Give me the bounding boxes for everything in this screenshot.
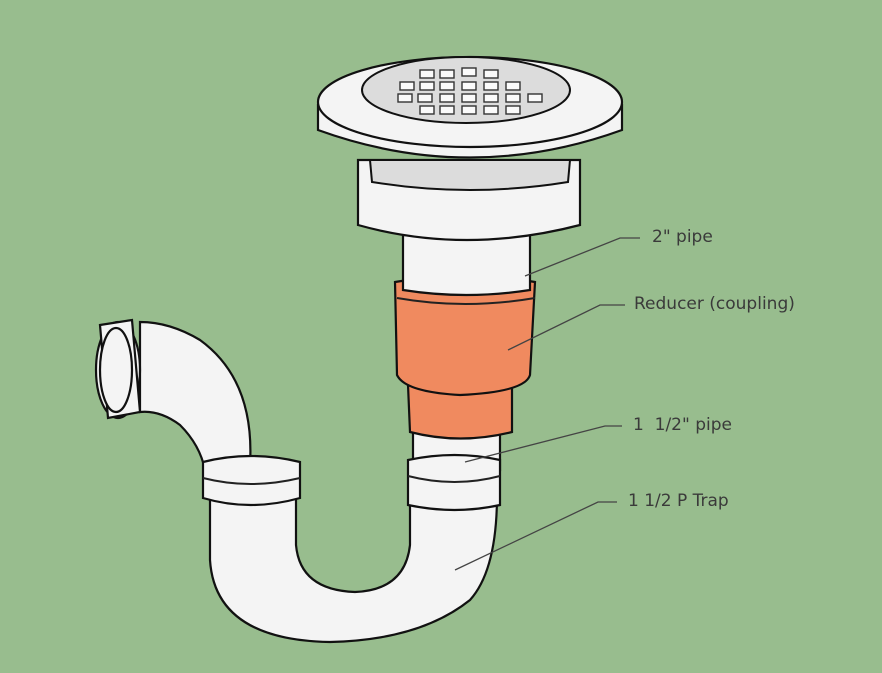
- right-trap-coupling: [406, 453, 502, 512]
- two-inch-pipe: [401, 233, 532, 297]
- left-trap-coupling: [201, 454, 302, 507]
- label-2-inch-pipe: 2" pipe: [652, 227, 713, 247]
- p-trap: [94, 318, 499, 644]
- label-p-trap: 1 1/2 P Trap: [628, 491, 729, 511]
- label-reducer-coupling: Reducer (coupling): [634, 294, 795, 314]
- leader-lines: [454, 237, 640, 571]
- label-1-half-inch-pipe: 1 1/2" pipe: [633, 415, 732, 435]
- shower-drain: [316, 55, 624, 242]
- reducer-coupling: [393, 274, 537, 440]
